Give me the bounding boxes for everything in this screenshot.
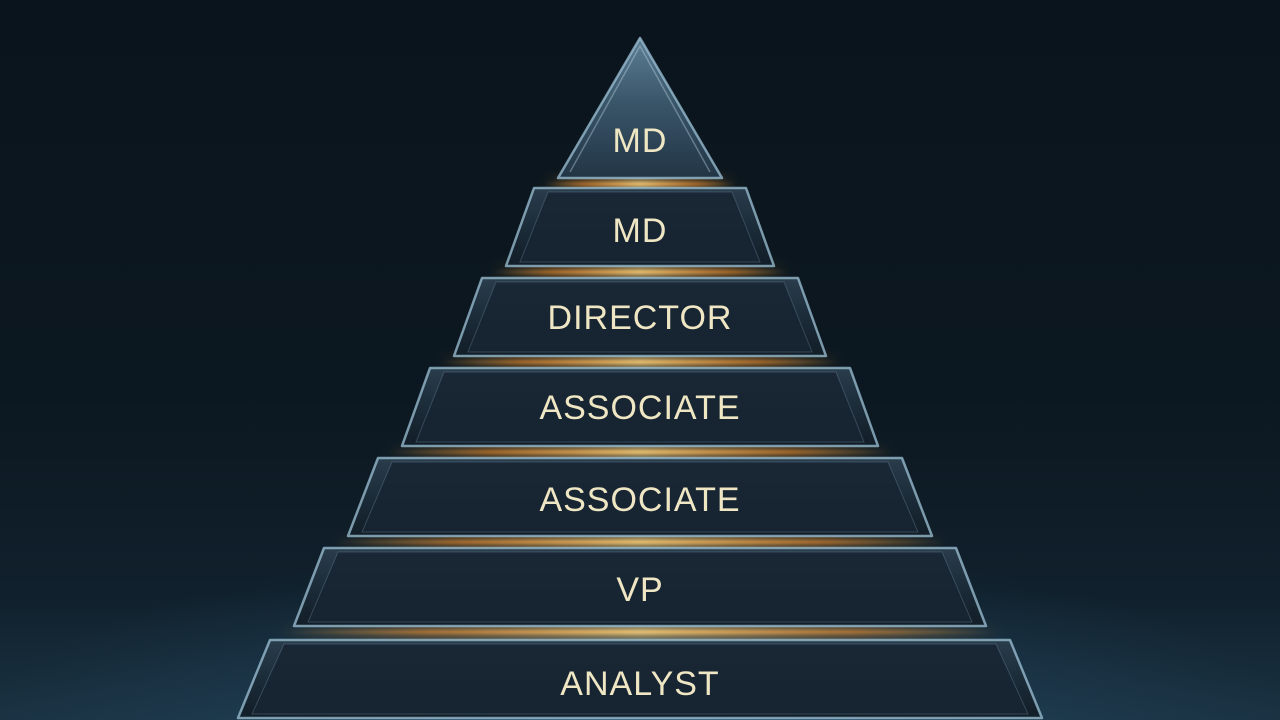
pyramid-tier-face bbox=[251, 643, 1029, 715]
tier-glow-line bbox=[334, 540, 946, 544]
tier-label: ASSOCIATE bbox=[539, 389, 740, 427]
tier-label: MD bbox=[613, 122, 668, 160]
tier-label: DIRECTOR bbox=[548, 299, 733, 337]
tier-glow-line bbox=[544, 182, 736, 186]
pyramid-tier-face bbox=[519, 191, 761, 263]
apex-highlight bbox=[569, 44, 711, 173]
pyramid-tier-face bbox=[361, 461, 919, 533]
pyramid-tier-face bbox=[307, 551, 973, 623]
tier-label: MD bbox=[613, 212, 668, 250]
tier-glow-line bbox=[492, 270, 788, 274]
tier-glow-line bbox=[440, 360, 840, 364]
pyramid-tier-face bbox=[415, 371, 865, 443]
pyramid-tier-face bbox=[467, 281, 813, 353]
tier-label: ASSOCIATE bbox=[539, 481, 740, 519]
tier-glow-line bbox=[388, 450, 892, 454]
tier-glow-line bbox=[280, 630, 1000, 634]
pyramid-tier-1 bbox=[556, 36, 724, 180]
tier-label: VP bbox=[616, 571, 663, 609]
tier-label: ANALYST bbox=[560, 665, 719, 703]
